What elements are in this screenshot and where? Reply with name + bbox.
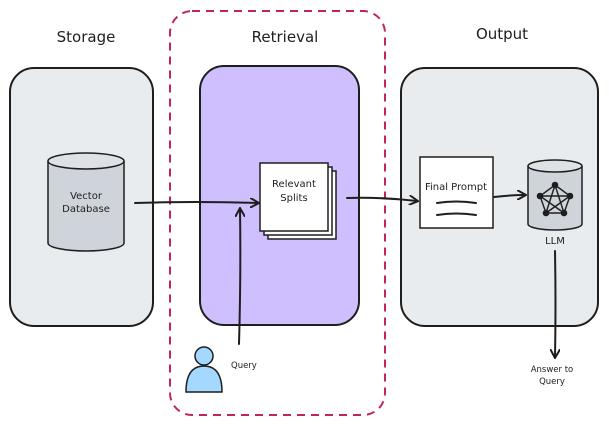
vector-database: Vector Database (47, 152, 125, 252)
vector-database-label-line1: Vector (70, 191, 103, 202)
relevant-splits-label-line1: Relevant (272, 179, 316, 190)
arrow-llm-to-answer (555, 250, 556, 357)
final-prompt: Final Prompt (419, 156, 494, 229)
storage-title: Storage (57, 28, 116, 46)
network-icon (536, 181, 574, 217)
query-label: Query (231, 361, 257, 371)
relevant-splits-label-line2: Splits (280, 193, 307, 204)
prompt-lines-icon (436, 200, 477, 216)
answer-label-line1: Answer to (531, 365, 574, 375)
arrow-splits-to-prompt (346, 198, 417, 201)
database-icon (47, 161, 125, 252)
llm: LLM (527, 159, 583, 247)
arrow-query-to-splits (239, 209, 240, 345)
final-prompt-label: Final Prompt (425, 182, 487, 193)
query-user: Query (185, 346, 257, 393)
relevant-splits: Relevant Splits (259, 162, 337, 240)
answer-label-line2: Query (539, 377, 565, 387)
retrieval-dashed-border (169, 10, 386, 416)
vector-database-label-line2: Database (62, 204, 110, 215)
llm-label: LLM (545, 236, 565, 247)
output-title: Output (476, 25, 528, 43)
retrieval-title: Retrieval (252, 28, 319, 46)
arrow-prompt-to-llm (493, 195, 525, 197)
user-icon (185, 346, 223, 393)
arrow-db-to-splits (134, 202, 258, 203)
